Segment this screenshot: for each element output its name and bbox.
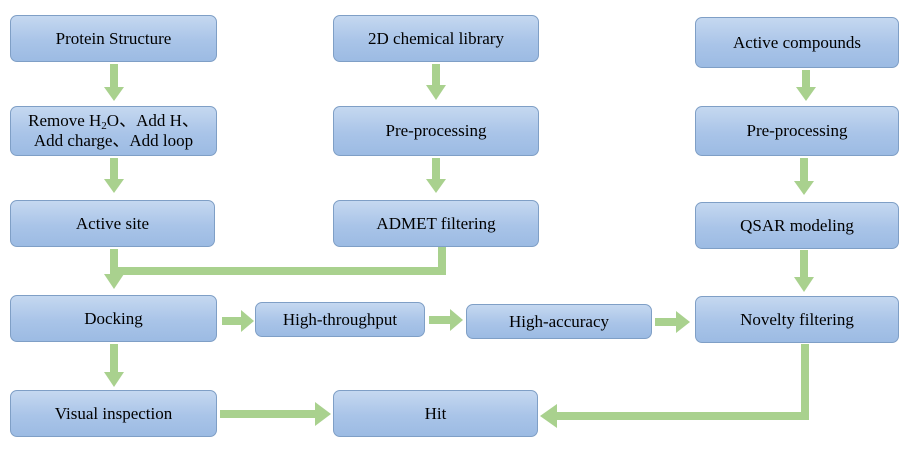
- node-preprocessing-right: Pre-processing: [695, 106, 899, 156]
- arrow-docking-to-visual: [104, 344, 124, 387]
- node-visual-inspection: Visual inspection: [10, 390, 217, 437]
- node-active-compounds: Active compounds: [695, 17, 899, 68]
- connector-novelty-to-hit: [540, 344, 809, 428]
- arrow-docking-to-high-throughput: [222, 310, 254, 332]
- node-admet-filtering-label: ADMET filtering: [376, 213, 496, 233]
- remove-add-line1-b: O、Add H、: [106, 111, 199, 130]
- node-active-site-label: Active site: [75, 213, 150, 233]
- node-remove-add: Remove H2O、Add H、 Add charge、Add loop: [10, 106, 217, 156]
- arrow-protein-to-remove: [104, 64, 124, 101]
- remove-add-line2: Add charge、Add loop: [33, 131, 194, 150]
- remove-add-line1-sub: 2: [101, 120, 107, 132]
- node-hit-label: Hit: [424, 403, 447, 423]
- node-novelty-filtering-label: Novelty filtering: [740, 309, 854, 329]
- arrow-active-site-to-docking: [104, 249, 124, 289]
- node-active-site: Active site: [10, 200, 215, 247]
- node-admet-filtering: ADMET filtering: [333, 200, 539, 247]
- node-active-compounds-label: Active compounds: [733, 32, 861, 52]
- node-qsar-modeling-label: QSAR modeling: [740, 215, 854, 235]
- node-novelty-filtering: Novelty filtering: [695, 296, 899, 343]
- node-protein-structure-label: Protein Structure: [55, 28, 172, 48]
- node-docking-label: Docking: [84, 308, 143, 328]
- node-remove-add-label: Remove H2O、Add H、 Add charge、Add loop: [28, 111, 199, 151]
- node-qsar-modeling: QSAR modeling: [695, 202, 899, 249]
- node-high-throughput: High-throughput: [255, 302, 425, 337]
- node-preprocessing-right-label: Pre-processing: [746, 121, 848, 140]
- arrow-preprocessing-to-qsar: [794, 158, 814, 195]
- arrow-qsar-to-novelty: [794, 250, 814, 292]
- node-chemical-library-label: 2D chemical library: [368, 28, 504, 48]
- node-preprocessing-middle: Pre-processing: [333, 106, 539, 156]
- node-high-accuracy: High-accuracy: [466, 304, 652, 339]
- node-docking: Docking: [10, 295, 217, 342]
- arrow-library-to-preprocessing: [426, 64, 446, 100]
- arrow-visual-to-hit: [220, 402, 331, 426]
- node-hit: Hit: [333, 390, 538, 437]
- node-high-accuracy-label: High-accuracy: [508, 311, 610, 331]
- arrow-active-compounds-to-preprocessing: [796, 70, 816, 101]
- arrow-high-accuracy-to-novelty: [655, 311, 690, 333]
- connector-admet-to-docking: [110, 247, 446, 275]
- arrow-remove-to-active-site: [104, 158, 124, 193]
- node-chemical-library: 2D chemical library: [333, 15, 539, 62]
- arrow-high-throughput-to-high-accuracy: [429, 309, 463, 331]
- node-protein-structure: Protein Structure: [10, 15, 217, 62]
- node-preprocessing-middle-label: Pre-processing: [385, 121, 487, 140]
- node-high-throughput-label: High-throughput: [282, 309, 398, 329]
- remove-add-line1-a: Remove H: [28, 111, 102, 130]
- node-visual-inspection-label: Visual inspection: [54, 403, 173, 423]
- arrow-preprocessing-to-admet: [426, 158, 446, 193]
